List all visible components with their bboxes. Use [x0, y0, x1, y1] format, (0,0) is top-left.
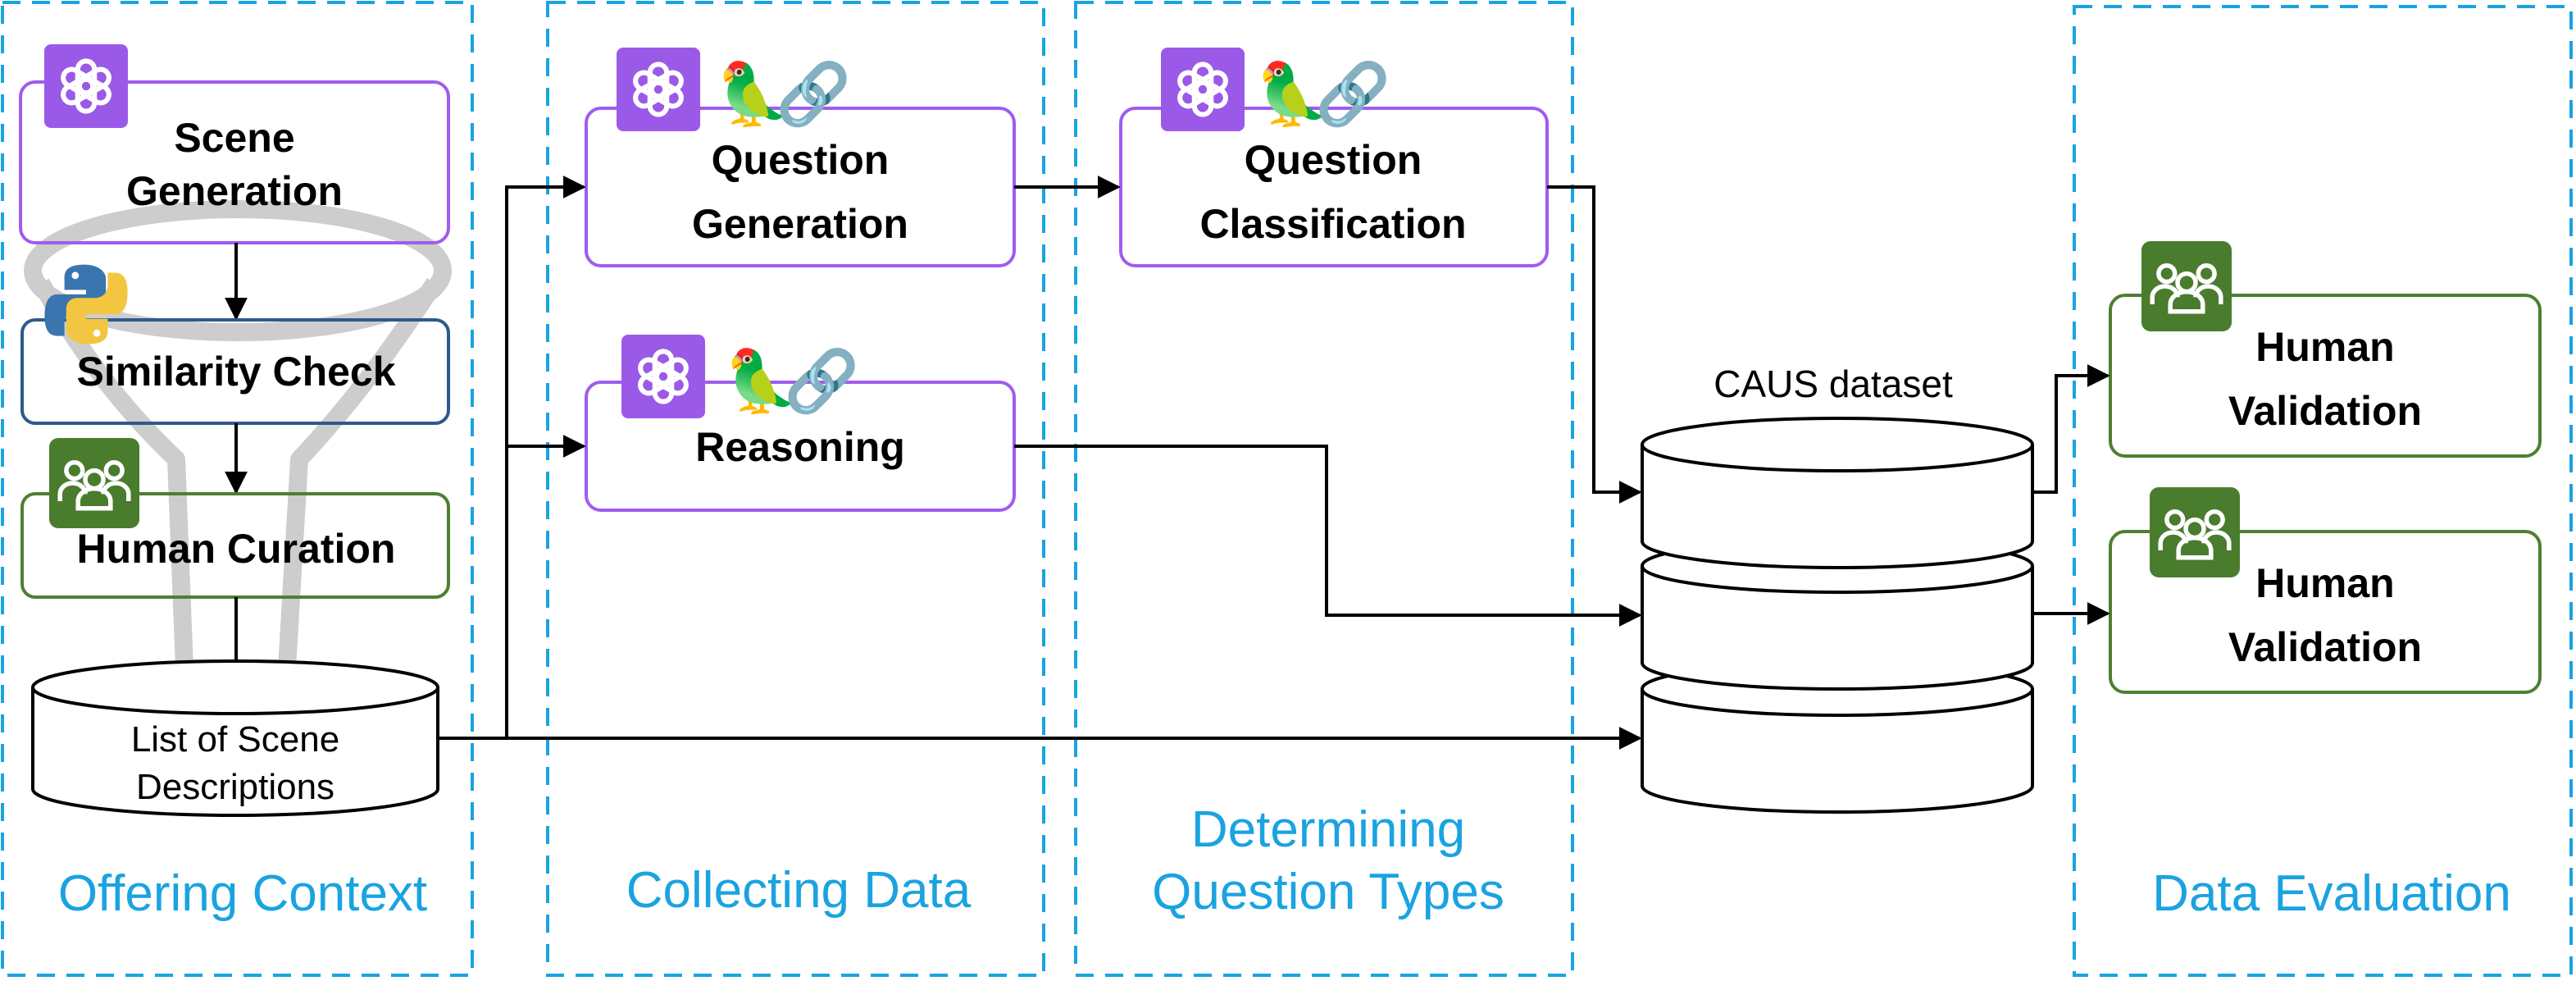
section-offering-context — [1, 1, 474, 977]
openai-icon — [617, 48, 700, 131]
human-validation-1-label-line1: Human — [2255, 324, 2394, 370]
python-icon — [44, 264, 128, 344]
similarity-check-label: Similarity Check — [76, 349, 395, 395]
scene-list-cylinder — [31, 659, 439, 817]
section-data-evaluation — [2073, 5, 2573, 977]
arrow-dataset-to-validation-1 — [2032, 364, 2110, 494]
link-icon: 🔗 — [1315, 57, 1390, 130]
section-label-determining-line1: Determining — [1191, 801, 1465, 858]
scene-generation-label-line1: Scene — [174, 115, 294, 161]
section-determining-question-types — [1074, 1, 1574, 977]
arrow-classification-to-dataset — [1547, 185, 1642, 504]
human-validation-2-label-line2: Validation — [2228, 624, 2422, 670]
section-label-offering-context: Offering Context — [58, 865, 427, 922]
question-generation-label-line2: Generation — [692, 201, 908, 247]
section-collecting-data — [546, 1, 1045, 977]
caus-dataset-cylinder — [1641, 417, 2034, 814]
openai-icon — [1161, 48, 1245, 131]
question-classification-label-line1: Question — [1245, 137, 1422, 183]
human-validation-box-1 — [2109, 294, 2542, 458]
openai-icon — [621, 335, 705, 418]
human-validation-2-label-line1: Human — [2255, 560, 2394, 606]
human-validation-1-label-line2: Validation — [2228, 388, 2422, 434]
people-icon — [2150, 487, 2240, 577]
arrow-reasoning-to-dataset — [1014, 445, 1642, 627]
parrot-icon: 🦜 — [715, 57, 790, 130]
connectors — [438, 176, 2110, 750]
human-curation-label: Human Curation — [77, 526, 396, 572]
parrot-icon: 🦜 — [1254, 57, 1330, 130]
section-label-collecting-data: Collecting Data — [626, 862, 972, 919]
human-validation-box-2 — [2109, 530, 2542, 694]
scene-generation-label-line2: Generation — [126, 168, 343, 214]
scene-list-label-line2: Descriptions — [136, 767, 335, 807]
people-icon — [49, 438, 139, 528]
scene-list-label-line1: List of Scene — [131, 719, 339, 760]
parrot-icon: 🦜 — [723, 344, 799, 417]
section-label-data-evaluation: Data Evaluation — [2152, 865, 2511, 922]
question-classification-label-line2: Classification — [1199, 201, 1466, 247]
dataset-label: CAUS dataset — [1714, 363, 1953, 405]
link-icon: 🔗 — [776, 57, 851, 130]
arrow-list-to-question-generation — [505, 176, 586, 738]
openai-icon — [44, 44, 128, 128]
people-icon — [2141, 241, 2232, 331]
reasoning-label: Reasoning — [695, 424, 905, 470]
link-icon: 🔗 — [784, 344, 859, 417]
question-generation-label-line1: Question — [712, 137, 890, 183]
section-label-determining-line2: Question Types — [1152, 864, 1504, 920]
